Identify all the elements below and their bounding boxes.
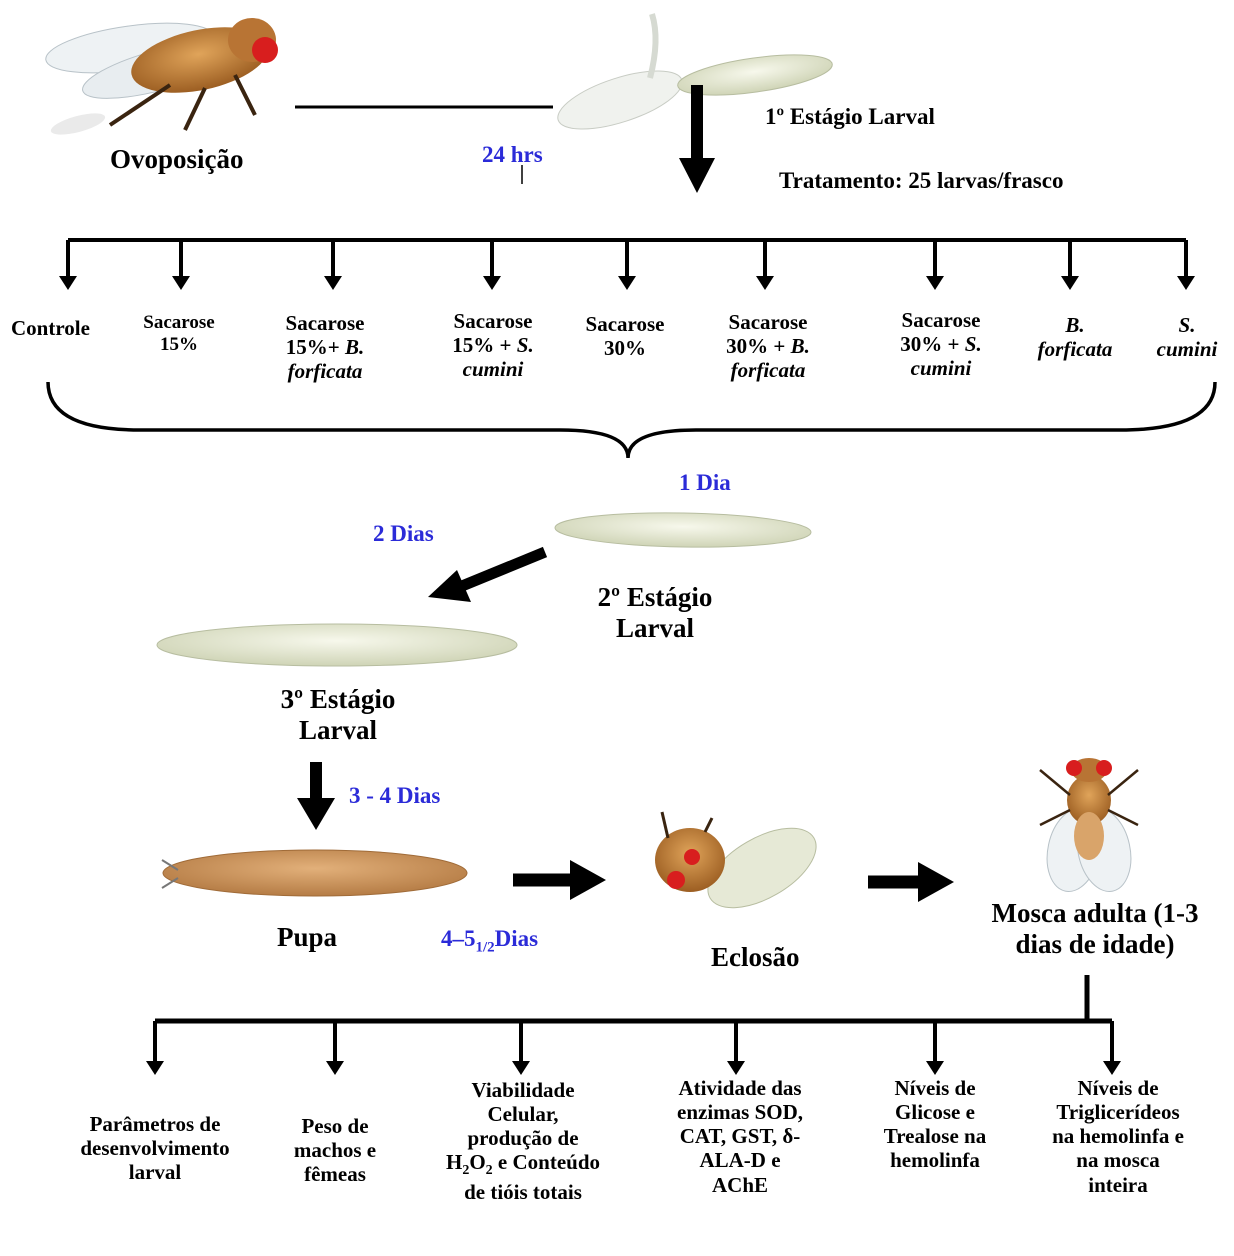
treatment-arrow-4 [618, 240, 636, 290]
adult-fly-image [1040, 758, 1138, 896]
eclosion-image [655, 812, 829, 924]
treatment-arrow-5 [756, 240, 774, 290]
analysis-arrow-2 [512, 1021, 530, 1075]
treatment-label: Tratamento: 25 larvas/frasco [779, 168, 1063, 194]
treatment-arrow-2 [324, 240, 342, 290]
analysis-arrow-3 [727, 1021, 745, 1075]
analysis-arrows [146, 1021, 1121, 1075]
arrow-to-pupa [297, 762, 335, 830]
analysis-arrow-0 [146, 1021, 164, 1075]
treatment-arrow-3 [483, 240, 501, 290]
arrow-to-larva3 [428, 552, 545, 602]
treatment-arrow-8 [1177, 240, 1195, 290]
pupa-label: Pupa [277, 922, 337, 953]
time-2days-label: 2 Dias [373, 521, 434, 547]
treatment-arrow-0 [59, 240, 77, 290]
fly-oviposition-image [43, 14, 278, 139]
time-3-4days-label: 3 - 4 Dias [349, 783, 440, 809]
larva2-image [555, 511, 812, 549]
analysis-arrow-4 [926, 1021, 944, 1075]
analysis-arrow-5 [1103, 1021, 1121, 1075]
treatment-sac30-bf: Sacarose 30% + B. forficata [703, 310, 833, 382]
time-1day-label: 1 Dia [679, 470, 731, 496]
larva3-image [157, 624, 517, 666]
time-24h-label: 24 hrs [482, 142, 543, 168]
treatment-arrow-6 [926, 240, 944, 290]
larva1-label: 1º Estágio Larval [765, 104, 935, 130]
time-4-5days-label: 4–51/2Dias [441, 926, 538, 957]
treatment-arrow-1 [172, 240, 190, 290]
treatment-controle: Controle [11, 316, 90, 340]
eclosion-label: Eclosão [711, 942, 800, 973]
analysis-arrow-1 [326, 1021, 344, 1075]
analysis-branch [155, 975, 1112, 1021]
treatment-sc: S.cumini [1140, 313, 1234, 361]
treatment-sac30-sc: Sacarose 30% + S. cumini [878, 308, 1004, 380]
treatment-sac15-bf: Sacarose 15%+ B. forficata [260, 311, 390, 383]
treatment-arrows [59, 240, 1195, 290]
treatment-bf: B.forficata [1020, 313, 1130, 361]
treatment-brace [48, 382, 1215, 458]
oviposition-label: Ovoposição [110, 144, 244, 175]
treatment-arrow-7 [1061, 240, 1079, 290]
arrow-to-eclosion [513, 860, 606, 900]
treatment-sac15-sc: Sacarose 15% + S. cumini [430, 309, 556, 381]
arrow-to-adult [868, 862, 954, 902]
arrow-down-main [679, 85, 715, 193]
pupa-image [162, 850, 467, 896]
